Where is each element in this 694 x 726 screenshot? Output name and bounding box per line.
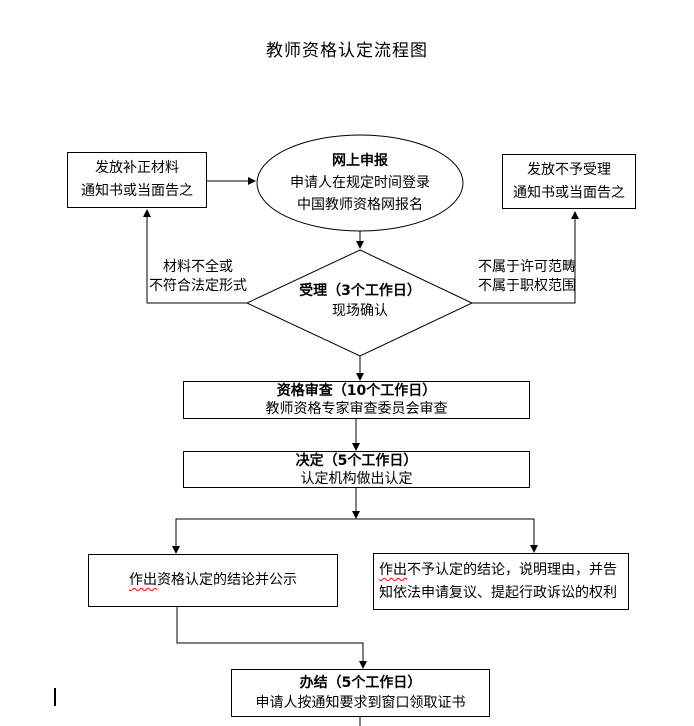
node-text: 通知书或当面告之 bbox=[81, 183, 193, 199]
node-text: 通知书或当面告之 bbox=[513, 184, 625, 201]
node-title: 受理（3个工作日） bbox=[299, 283, 421, 299]
edge-label-line: 不属于职权范围 bbox=[478, 278, 576, 294]
node-supplement-notice: 发放补正材料 通知书或当面告之 bbox=[67, 152, 207, 208]
arrow-down-icon bbox=[172, 546, 180, 554]
edge-label-incomplete-materials: 材料不全或 不符合法定形式 bbox=[144, 258, 252, 296]
edge-label-line: 不属于许可范畴 bbox=[478, 259, 576, 275]
connector-branch-split bbox=[175, 518, 535, 547]
edge-label-line: 不符合法定形式 bbox=[149, 278, 247, 294]
spellcheck-underlined-text: 作出 bbox=[129, 572, 157, 588]
node-text: 发放补正材料 bbox=[95, 160, 179, 176]
node-title: 网上申报 bbox=[332, 153, 388, 169]
node-subtext: 中国教师资格网报名 bbox=[297, 197, 423, 213]
node-completion: 办结（5个工作日） 申请人按通知要求到窗口领取证书 bbox=[231, 669, 490, 717]
node-qualification-review: 资格审查（10个工作日） 教师资格专家审查委员会审查 bbox=[183, 381, 530, 419]
node-text-rest: 不予认定的结论，说明理由，并告知依法申请复议、提起行政诉讼的权利 bbox=[379, 562, 617, 601]
connector-approve-to-completion bbox=[176, 607, 364, 662]
node-acceptance: 受理（3个工作日） 现场确认 bbox=[250, 280, 470, 322]
node-approve-result: 作出资格认定的结论并公示 bbox=[88, 554, 338, 607]
arrow-down-icon bbox=[352, 443, 360, 451]
node-subtext: 认定机构做出认定 bbox=[300, 470, 413, 487]
arrow-up-icon bbox=[571, 211, 579, 219]
node-title: 办结（5个工作日） bbox=[299, 675, 422, 691]
node-text-rest: 资格认定的结论并公示 bbox=[157, 572, 297, 588]
arrow-up-icon bbox=[143, 209, 151, 217]
arrow-down-icon bbox=[352, 511, 360, 519]
edge-label-line: 材料不全或 bbox=[163, 259, 233, 275]
arrow-down-icon bbox=[356, 373, 364, 381]
node-title: 决定（5个工作日） bbox=[295, 452, 418, 469]
edge-label-out-of-scope: 不属于许可范畴 不属于职权范围 bbox=[473, 258, 581, 296]
arrow-right-icon bbox=[248, 177, 256, 185]
text-cursor[interactable] bbox=[54, 688, 56, 706]
arrow-down-icon bbox=[530, 545, 538, 553]
page-title: 教师资格认定流程图 bbox=[266, 41, 428, 61]
node-title: 资格审查（10个工作日） bbox=[276, 383, 437, 399]
node-deny-result: 作出不予认定的结论，说明理由，并告知依法申请复议、提起行政诉讼的权利 bbox=[373, 553, 629, 610]
node-subtext: 现场确认 bbox=[332, 303, 388, 319]
node-subtext: 申请人在规定时间登录 bbox=[290, 175, 430, 191]
connector-acceptance-to-reject bbox=[472, 218, 576, 304]
connector-acceptance-to-supplement bbox=[146, 216, 247, 304]
node-subtext: 教师资格专家审查委员会审查 bbox=[265, 401, 448, 417]
spellcheck-underlined-text: 作出 bbox=[379, 562, 407, 578]
arrow-down-icon bbox=[359, 661, 367, 669]
node-online-apply: 网上申报 申请人在规定时间登录 中国教师资格网报名 bbox=[256, 148, 464, 218]
arrow-down-icon bbox=[356, 241, 364, 249]
node-subtext: 申请人按通知要求到窗口领取证书 bbox=[255, 695, 466, 711]
node-text: 发放不予受理 bbox=[527, 161, 611, 178]
node-reject-notice: 发放不予受理 通知书或当面告之 bbox=[502, 154, 636, 209]
node-text: 作出资格认定的结论并公示 bbox=[129, 570, 297, 591]
node-decision: 决定（5个工作日） 认定机构做出认定 bbox=[183, 451, 530, 488]
